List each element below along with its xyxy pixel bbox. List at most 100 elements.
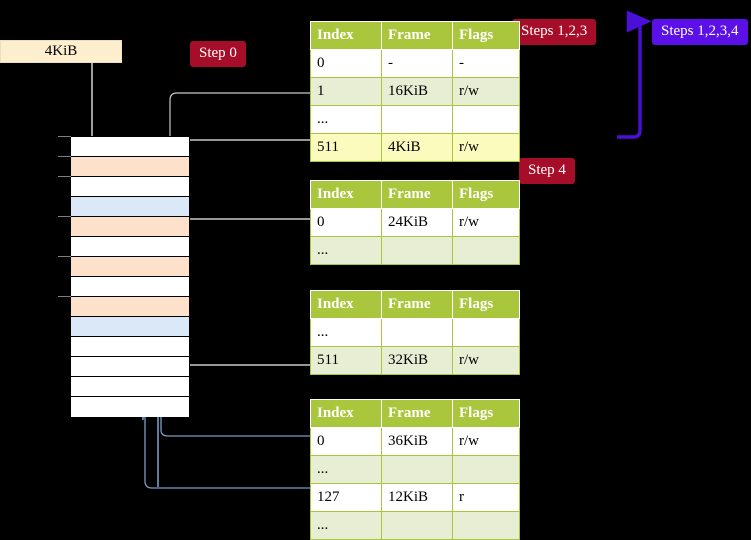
table-cell: - [381, 49, 453, 78]
column-header-index: Index [310, 399, 382, 428]
badge-step-0: Step 0 [190, 41, 246, 67]
memory-row [71, 137, 189, 157]
table-cell: 4KiB [381, 133, 453, 162]
table-cell [381, 318, 453, 347]
table-cell [452, 455, 520, 484]
memory-row [71, 277, 189, 297]
memory-row [71, 377, 189, 397]
table-cell: 36KiB [381, 427, 453, 456]
table-cell: r/w [452, 346, 520, 375]
memory-row [71, 257, 189, 277]
wire-memory-to-table1 [169, 92, 310, 150]
table-cell: 1 [310, 77, 382, 106]
memory-tick [58, 156, 71, 157]
table-cell [381, 105, 453, 134]
table-cell: r/w [452, 133, 520, 162]
table-cell: 511 [310, 346, 382, 375]
table-cell: r/w [452, 208, 520, 237]
table-cell: 32KiB [381, 346, 453, 375]
table-cell: r [452, 483, 520, 512]
table-cell [452, 236, 520, 265]
table-cell: - [452, 49, 520, 78]
column-header-frame: Frame [381, 399, 453, 428]
memory-tick [58, 256, 71, 257]
table-row: ... [310, 318, 520, 347]
table-cell: 511 [310, 133, 382, 162]
table-row: ... [310, 236, 520, 265]
wire-steps-purple-arrow [617, 10, 652, 139]
table-row: ... [310, 105, 520, 134]
table-cell: ... [310, 236, 382, 265]
table-cell: 12KiB [381, 483, 453, 512]
table-cell: 0 [310, 208, 382, 237]
memory-row [71, 177, 189, 197]
memory-tick [58, 176, 71, 177]
column-header-frame: Frame [381, 290, 453, 319]
table-cell: r/w [452, 427, 520, 456]
column-header-flags: Flags [452, 399, 520, 428]
column-header-index: Index [310, 21, 382, 50]
table-cell: ... [310, 455, 382, 484]
memory-row [71, 197, 189, 217]
column-header-index: Index [310, 290, 382, 319]
diagram-canvas: 4KiB Step 0 Steps 1,2,3 Steps 1,2,3,4 St… [0, 10, 748, 540]
memory-row [71, 237, 189, 257]
table-row: ... [310, 511, 520, 540]
badge-step-4: Step 4 [519, 158, 575, 184]
badge-steps-1234: Steps 1,2,3,4 [652, 19, 748, 45]
physical-memory-column [70, 136, 190, 417]
wire-table1-to-memory [166, 139, 310, 156]
column-header-flags: Flags [452, 290, 520, 319]
table-row: ... [310, 455, 520, 484]
table-cell [381, 455, 453, 484]
table-cell: 127 [310, 483, 382, 512]
column-header-frame: Frame [381, 21, 453, 50]
column-header-frame: Frame [381, 180, 453, 209]
memory-tick [58, 296, 71, 297]
memory-tick [58, 216, 71, 217]
memory-row [71, 317, 189, 337]
memory-row [71, 357, 189, 377]
table-cell: 0 [310, 49, 382, 78]
table-cell [381, 236, 453, 265]
wire-table2-to-memory [174, 218, 310, 245]
table-row: 0-- [310, 49, 520, 78]
column-header-flags: Flags [452, 180, 520, 209]
memory-row [71, 217, 189, 237]
column-header-index: Index [310, 180, 382, 209]
wire-memory-blue-to-table4-a [160, 415, 310, 437]
table-cell: ... [310, 511, 382, 540]
table-cell: 24KiB [381, 208, 453, 237]
wire-memory-blue-to-table4-b [144, 415, 310, 489]
table-cell: r/w [452, 77, 520, 106]
table-cell [381, 511, 453, 540]
memory-tick [58, 136, 71, 137]
table-cell: ... [310, 318, 382, 347]
table-cell: 16KiB [381, 77, 453, 106]
wire-table3-to-memory [176, 317, 310, 366]
memory-row [71, 337, 189, 357]
table-cell [452, 318, 520, 347]
memory-row [71, 397, 189, 417]
memory-row [71, 297, 189, 317]
badge-steps-123: Steps 1,2,3 [512, 19, 597, 45]
table-cell: ... [310, 105, 382, 134]
table-cell: 0 [310, 427, 382, 456]
table-cell [452, 511, 520, 540]
size-label-4kib: 4KiB [0, 40, 122, 63]
column-header-flags: Flags [452, 21, 520, 50]
